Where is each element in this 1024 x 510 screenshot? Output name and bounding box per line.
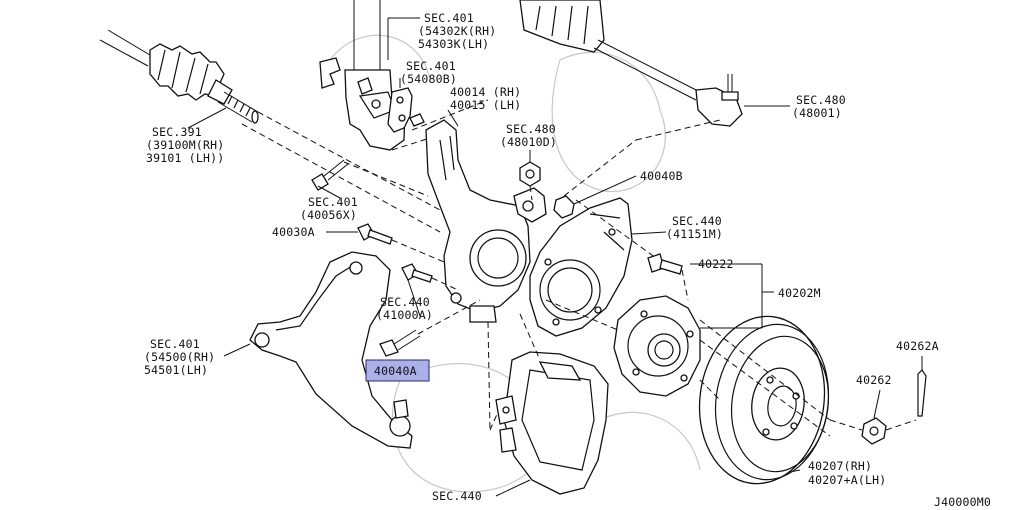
label-rotor-rh[interactable]: 40207(RH) xyxy=(808,459,872,473)
label-arm-lh: 54501(LH) xyxy=(144,363,208,377)
bolt-41000a-part xyxy=(401,263,433,283)
label-strut-sec[interactable]: SEC.401 xyxy=(424,11,474,25)
labels: SEC.401 (54302K(RH) 54303K(LH) SEC.401 (… xyxy=(144,11,991,509)
diagram-code: J40000M0 xyxy=(934,495,991,509)
bracket-part xyxy=(387,87,425,133)
cotter-pin-part xyxy=(917,369,927,417)
label-bracket-sec[interactable]: SEC.401 xyxy=(406,59,456,73)
label-rotor-lh[interactable]: 40207+A(LH) xyxy=(808,473,886,487)
label-40040a[interactable]: 40040A xyxy=(374,364,417,378)
label-bracket-part: (54080B) xyxy=(400,72,457,86)
strut-part xyxy=(319,0,406,151)
lower-control-arm-part xyxy=(249,251,413,449)
label-shaft-lh: 39101 (LH)) xyxy=(146,151,224,165)
label-40222[interactable]: 40222 xyxy=(698,257,734,271)
label-arm-sec[interactable]: SEC.401 xyxy=(150,337,200,351)
label-40202m[interactable]: 40202M xyxy=(778,286,821,300)
castle-nut-part xyxy=(861,417,887,445)
label-shaft-sec[interactable]: SEC.391 xyxy=(152,125,202,139)
label-40030a[interactable]: 40030A xyxy=(272,225,315,239)
label-40262[interactable]: 40262 xyxy=(856,373,892,387)
label-40040b[interactable]: 40040B xyxy=(640,169,683,183)
label-tierod-sec[interactable]: SEC.480 xyxy=(796,93,846,107)
nut-40040b-part xyxy=(553,195,575,219)
leader-lines xyxy=(187,17,923,497)
brake-rotor-part xyxy=(698,315,830,485)
hub-bolt-part xyxy=(647,253,683,275)
label-caliper-sec[interactable]: SEC.440 xyxy=(432,489,482,503)
label-40262a[interactable]: 40262A xyxy=(896,339,939,353)
label-bolt-part: (40056X) xyxy=(300,208,357,222)
label-knuckle-rh[interactable]: 40014 (RH) xyxy=(450,85,521,99)
label-arm-rh: (54500(RH) xyxy=(144,350,215,364)
label-knuckle-lh[interactable]: 40015 (LH) xyxy=(450,98,521,112)
label-shield-part: (41151M) xyxy=(666,227,723,241)
label-nut-part: (48010D) xyxy=(500,135,557,149)
knuckle-bolt-part xyxy=(311,159,349,191)
label-shield-sec[interactable]: SEC.440 xyxy=(672,214,722,228)
label-caliper-bolt-part: (41000A) xyxy=(376,308,433,322)
watermark-emblem xyxy=(329,34,701,493)
tie-rod-nut-part xyxy=(519,161,541,187)
label-strut-lh: 54303K(LH) xyxy=(418,37,489,51)
assembly-lines xyxy=(241,99,917,437)
bolt-40040a-part xyxy=(379,329,421,357)
hub-bearing-part xyxy=(613,295,701,397)
label-shaft-rh: (39100M(RH) xyxy=(146,138,224,152)
label-caliper-bolt-sec[interactable]: SEC.440 xyxy=(380,295,430,309)
dust-shield-part xyxy=(529,197,633,337)
label-nut-sec[interactable]: SEC.480 xyxy=(506,122,556,136)
bolt-40030a-part xyxy=(357,223,393,245)
label-tierod-part: (48001) xyxy=(792,106,842,120)
label-strut-rh: (54302K(RH) xyxy=(418,24,496,38)
steering-knuckle-part xyxy=(425,119,547,323)
brake-caliper-part xyxy=(495,351,609,495)
highlight-40040a[interactable] xyxy=(365,359,430,382)
tie-rod-end-part xyxy=(519,0,743,127)
label-bolt-sec[interactable]: SEC.401 xyxy=(308,195,358,209)
drive-shaft-part xyxy=(99,29,259,124)
